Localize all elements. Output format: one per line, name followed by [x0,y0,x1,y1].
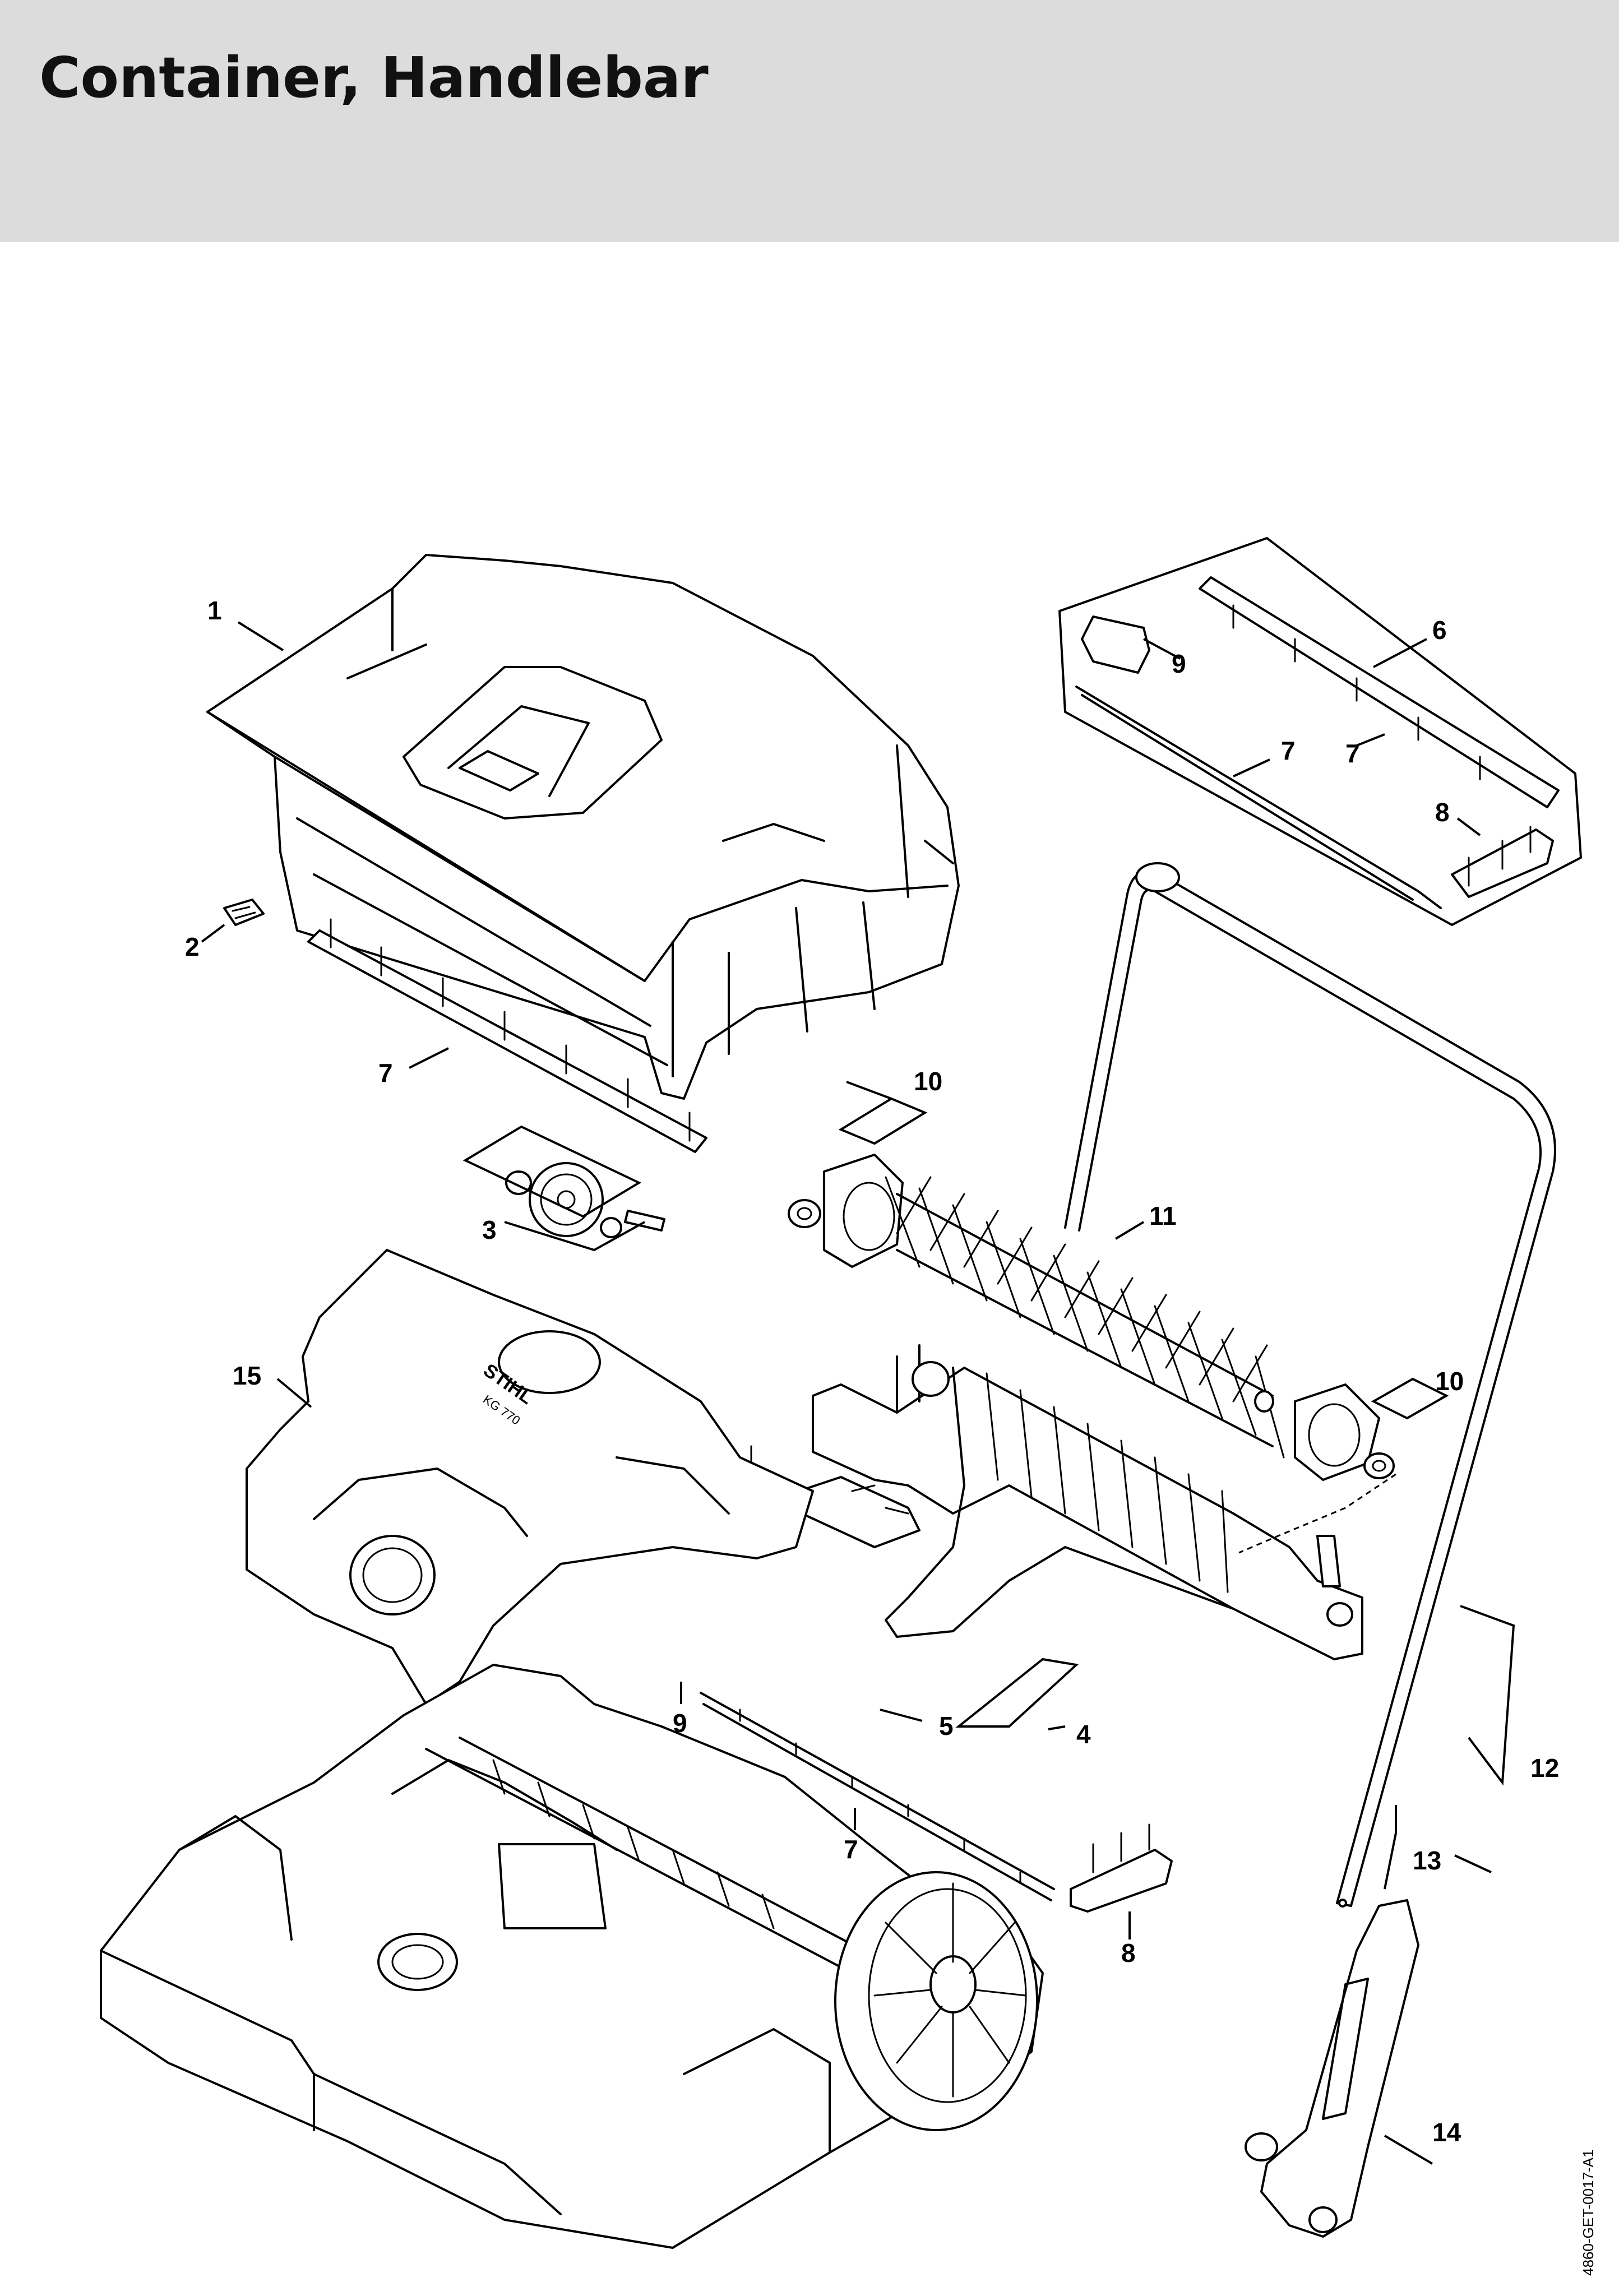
callout-8b: 8 [1121,1938,1136,1968]
callout-3: 3 [482,1215,497,1244]
part-chassis [100,1664,1044,2249]
part-bracket-5 [789,1476,920,1548]
part-kit-box [1058,537,1582,926]
part-bearing-right [1294,1383,1395,1481]
callout-12: 12 [1530,1753,1559,1783]
part-strip-7a [307,918,707,1153]
callout-7c: 7 [1345,739,1360,768]
callout-9a: 9 [1172,649,1186,678]
callout-7b: 7 [1281,736,1296,765]
callout-7a: 7 [378,1058,393,1087]
callout-9b: 9 [673,1709,687,1738]
part-handlebar [1064,862,1556,1907]
callout-6: 6 [1432,615,1447,645]
part-brush-frame [812,1344,1363,1660]
part-wheel [505,1162,665,1238]
page-title: Container, Handlebar [39,45,709,110]
callout-5: 5 [939,1711,954,1740]
callout-1: 1 [207,596,222,625]
callout-15: 15 [233,1361,261,1390]
part-badge [223,899,265,926]
part-container [206,554,960,1100]
part-handle-grip [1245,1899,1419,2238]
part-bearing-left [788,1154,904,1268]
leader-lines [201,621,1515,2165]
callout-10a: 10 [914,1067,942,1096]
callout-2: 2 [185,932,200,961]
part-bracket-8b [1070,1823,1173,1913]
callout-10b: 10 [1435,1367,1464,1396]
alignment-dashed-line [1238,1473,1396,1554]
callout-7d: 7 [844,1835,858,1864]
part-brush-roller [885,1176,1285,1459]
callout-13: 13 [1413,1846,1441,1875]
callout-8a: 8 [1435,798,1450,827]
callout-14: 14 [1432,2118,1461,2147]
part-screw [1338,1899,1347,1908]
drawing-code: 4860-GET-0017-A1 [1580,2149,1597,2276]
part-cover [246,1249,814,1705]
part-strip-7c [700,1692,1055,1901]
header-band: Container, Handlebar [0,0,1619,242]
callout-4: 4 [1076,1720,1091,1749]
callout-11: 11 [1149,1201,1177,1230]
